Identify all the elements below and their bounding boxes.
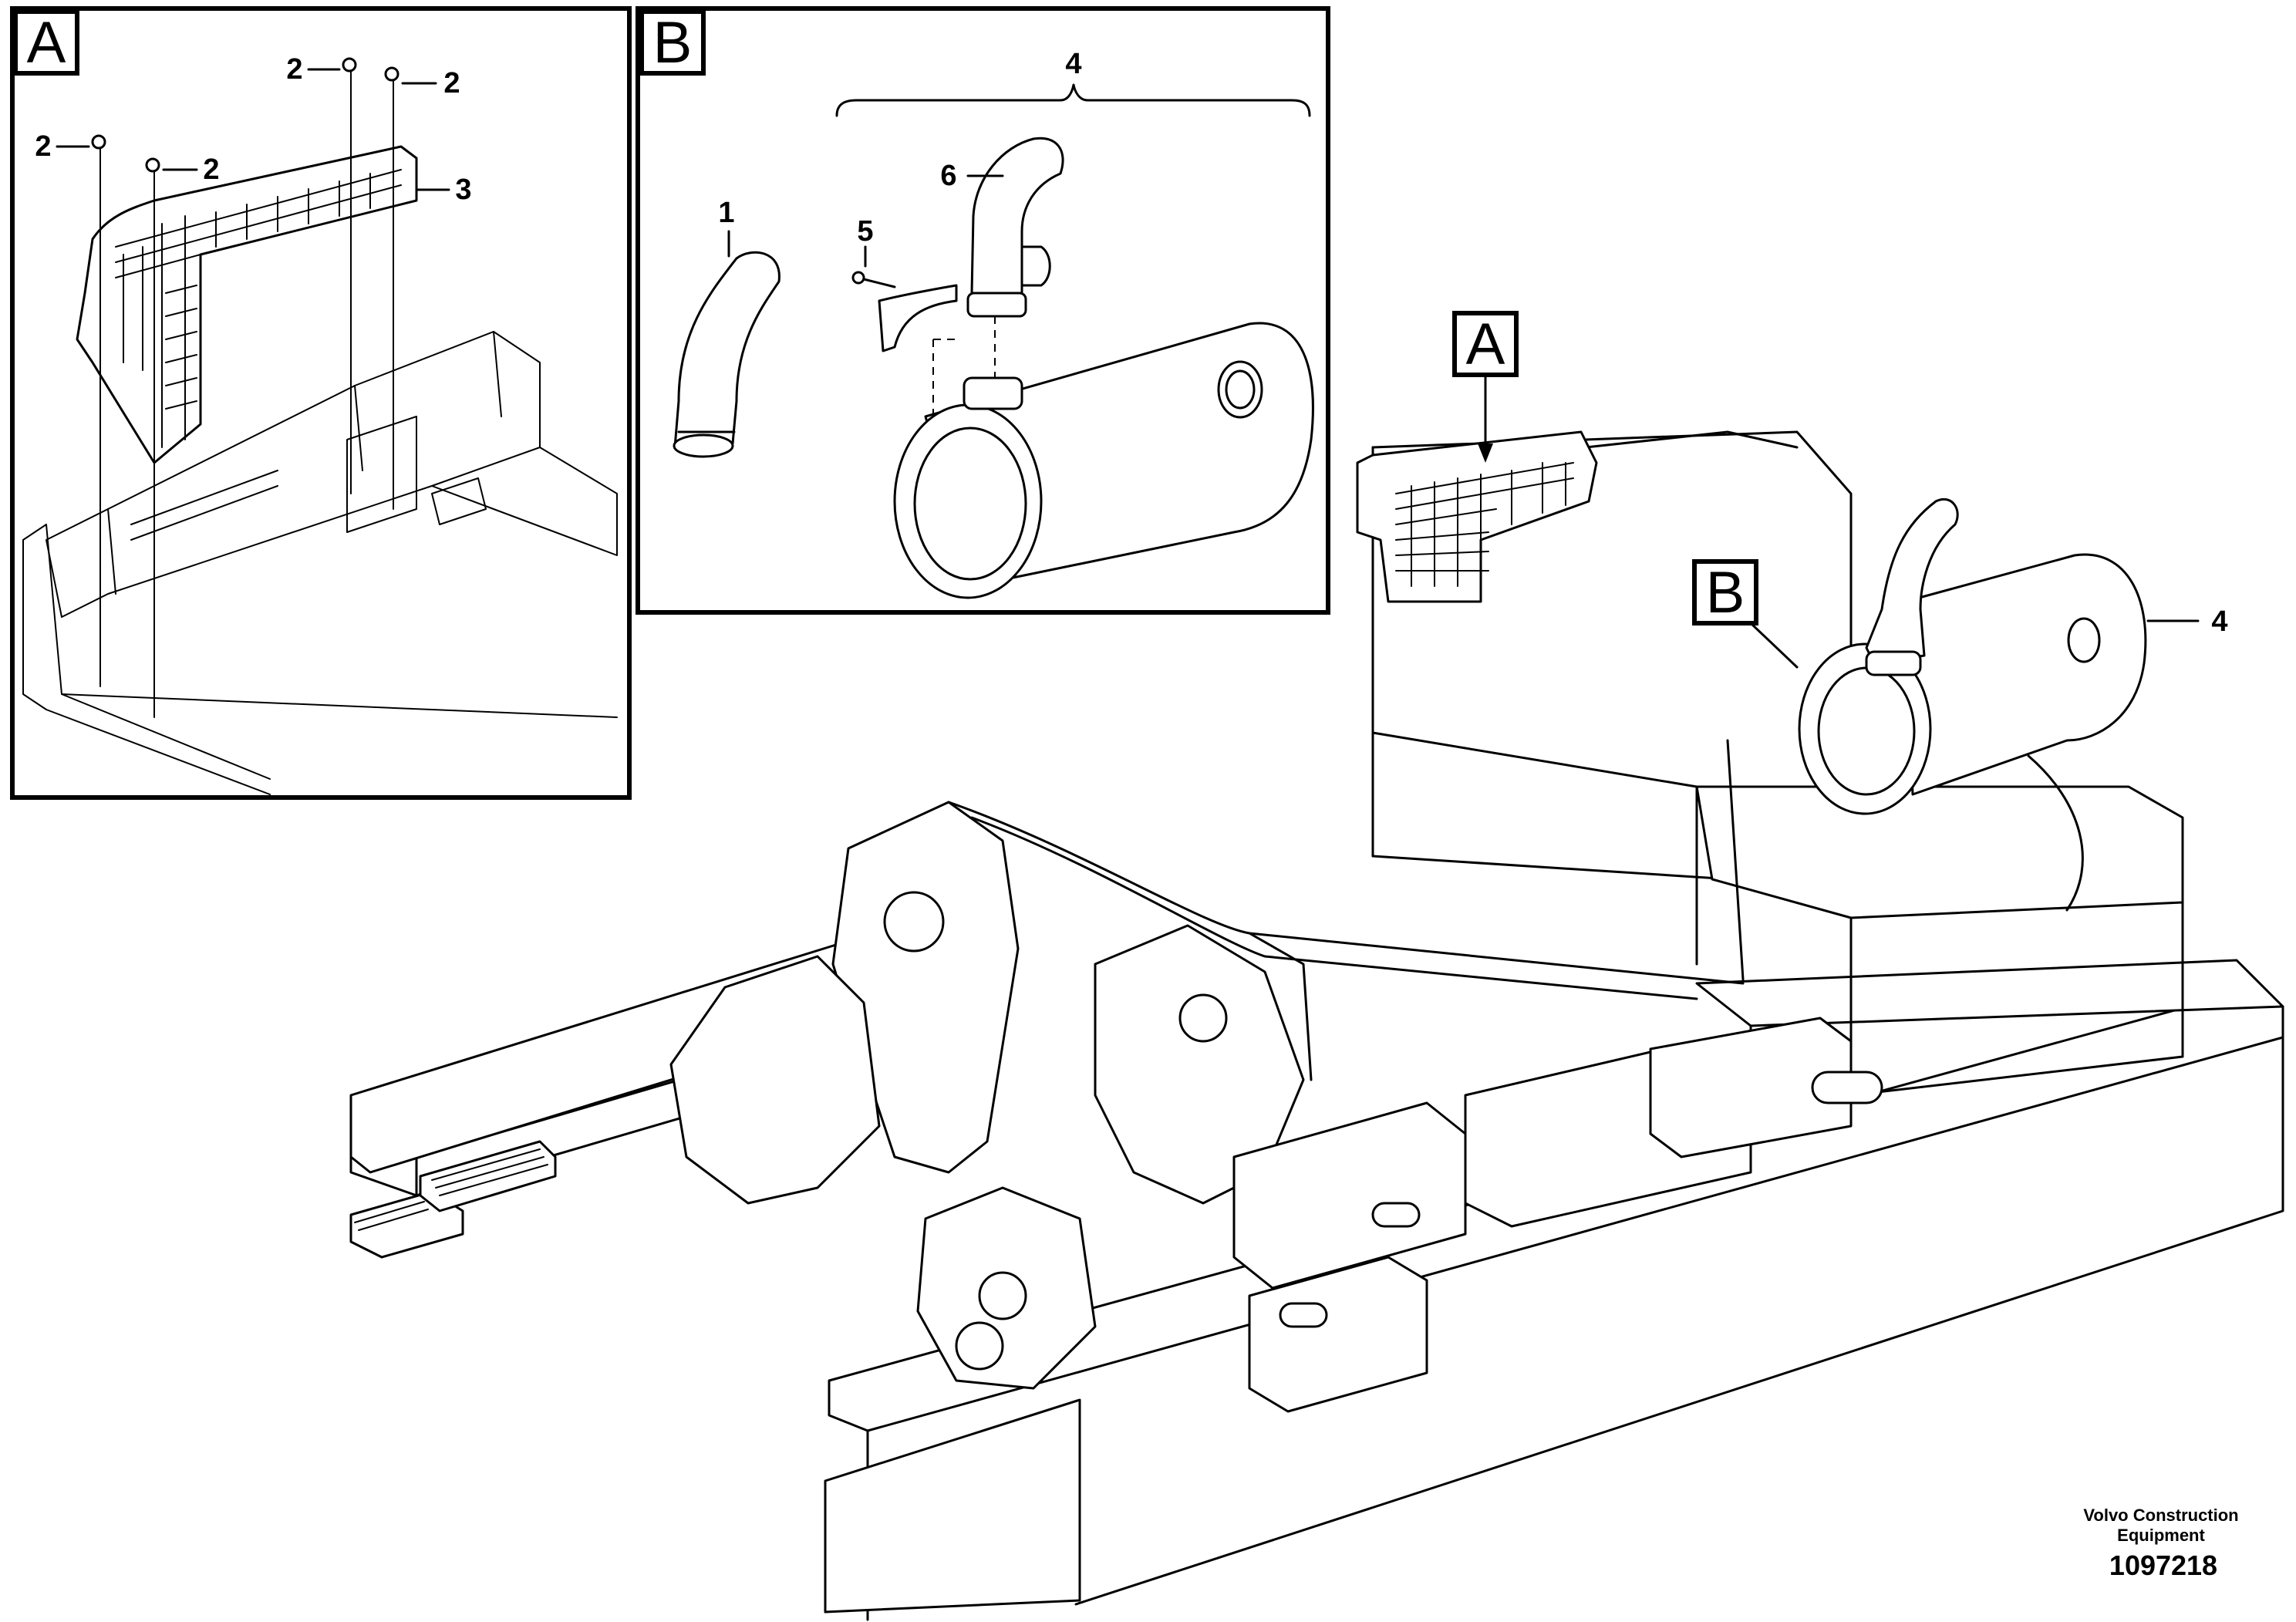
part-number: 1097218 (2109, 1549, 2217, 1581)
step-grille (354, 1148, 548, 1231)
footer-block: Volvo Construction Equipment 1097218 (2083, 1506, 2238, 1581)
main-frame-drawing (349, 430, 2284, 1621)
detail-b-label: B (653, 10, 693, 76)
marker-b-main-label: B (1706, 560, 1745, 626)
callout-4-main: 4 (2146, 605, 2228, 638)
callout-2-top-right: 2 (443, 67, 460, 99)
company-name-line2: Equipment (2117, 1526, 2205, 1545)
callout-5: 5 (857, 215, 873, 248)
callout-4-detail: 4 (1065, 48, 1081, 80)
main-view-muffler (1798, 497, 2147, 815)
callout-2-mid: 2 (203, 153, 219, 186)
detail-box-b: B 4 1 5 6 (636, 6, 1330, 615)
callout-2-left: 2 (35, 130, 51, 163)
radiator-grille (1395, 462, 1574, 587)
callout-1: 1 (718, 197, 734, 229)
detail-a-label: A (27, 10, 66, 76)
callout-4-main-label: 4 (2211, 605, 2227, 638)
company-name-line1: Volvo Construction (2083, 1506, 2238, 1525)
marker-a-main-label: A (1466, 312, 1505, 377)
callout-6: 6 (940, 160, 956, 192)
detail-box-a: A 2 2 2 2 3 (10, 6, 632, 800)
marker-b-main: B (1692, 559, 1799, 669)
callout-2-top-left: 2 (286, 53, 302, 86)
callout-3: 3 (455, 174, 471, 206)
marker-a-main: A (1452, 311, 1519, 463)
